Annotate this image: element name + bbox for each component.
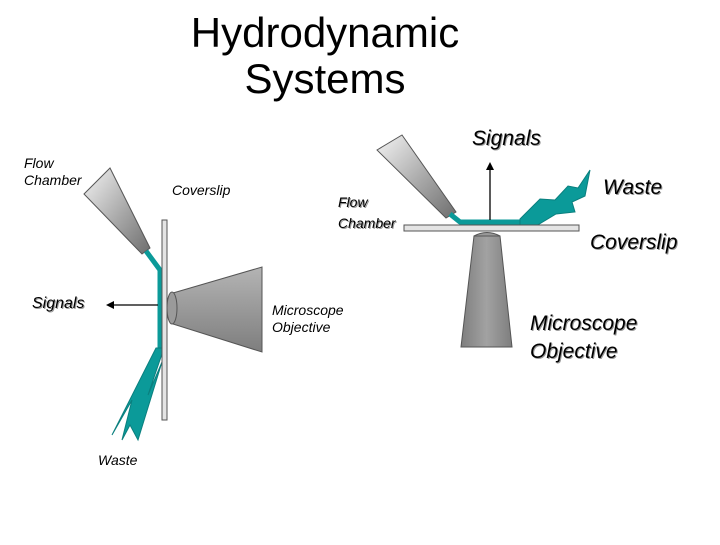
right-objective-top-lens — [473, 232, 501, 237]
right-coverslip — [403, 224, 580, 232]
left-flow-chamber-label: Flow Chamber — [24, 155, 82, 189]
right-microscope-objective-label: Microscope Objective — [530, 310, 637, 366]
right-microscope-objective — [460, 235, 513, 348]
left-flow-chamber-nozzle — [83, 167, 151, 255]
left-coverslip — [161, 219, 168, 421]
right-setup — [376, 134, 591, 348]
title-line-1: Hydrodynamic — [190, 9, 460, 56]
left-objective-line-1: Microscope — [272, 302, 344, 318]
left-microscope-objective-label: Microscope Objective — [272, 302, 344, 336]
right-flow-chamber-line-2: Chamber — [338, 215, 396, 231]
right-flow-chamber-line-1: Flow — [338, 194, 368, 210]
right-coverslip-label: Coverslip — [590, 231, 678, 254]
left-objective-line-2: Objective — [272, 319, 331, 335]
right-waste-stream — [519, 169, 591, 227]
page-title: Hydrodynamic Systems — [150, 10, 500, 102]
left-signals-label: Signals — [32, 295, 85, 312]
right-sample-stream — [448, 212, 522, 225]
right-flow-chamber-nozzle — [376, 134, 457, 219]
left-flow-chamber-line-2: Chamber — [24, 172, 82, 188]
left-setup — [83, 167, 263, 442]
right-signals-label: Signals — [472, 127, 541, 150]
right-objective-line-2: Objective — [530, 340, 618, 363]
left-sample-stream — [143, 249, 163, 350]
right-waste-label: Waste — [603, 176, 663, 199]
right-objective-line-1: Microscope — [530, 312, 638, 335]
right-flow-chamber-label: Flow Chamber — [338, 192, 396, 234]
left-waste-stream — [111, 347, 165, 442]
left-flow-chamber-line-1: Flow — [24, 155, 54, 171]
left-waste-label: Waste — [98, 452, 138, 468]
title-line-2: Systems — [244, 55, 406, 102]
left-objective-lens — [166, 291, 178, 325]
left-coverslip-label: Coverslip — [172, 182, 231, 198]
left-microscope-objective — [172, 266, 263, 353]
